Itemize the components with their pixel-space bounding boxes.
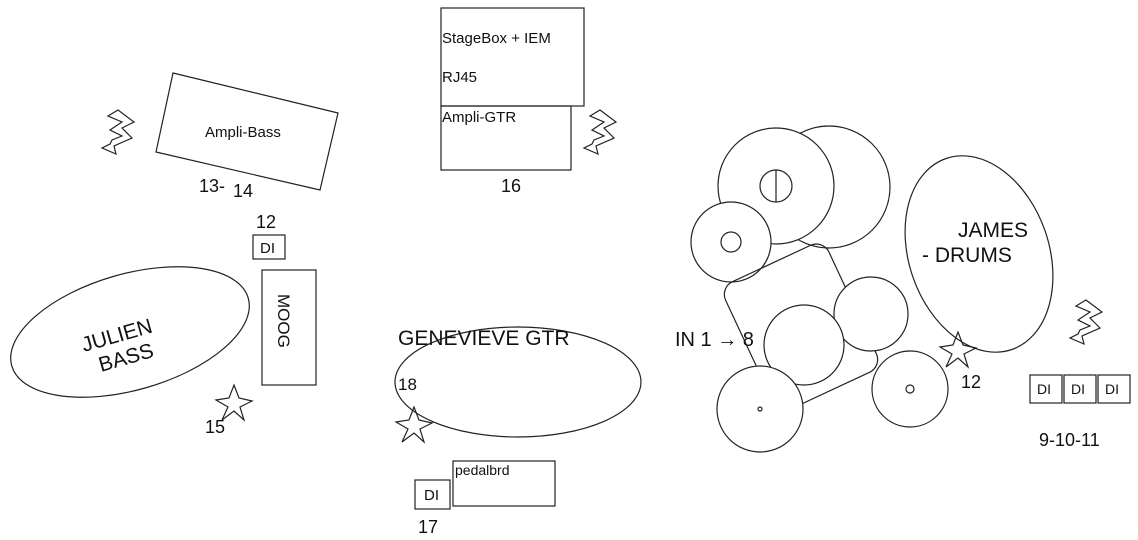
di-box-1: DI [1037, 381, 1051, 397]
pedalboard: pedalbrd [452, 460, 556, 507]
julien-channel: 15 [205, 417, 225, 437]
julien-bass: JULIEN BASS [10, 266, 250, 398]
power-icon [100, 109, 136, 156]
power-icon [582, 109, 618, 156]
pedalboard-label: pedalbrd [455, 462, 510, 478]
moog: 12 DI MOOG [252, 212, 317, 386]
gtr-di: DI 17 [414, 479, 451, 537]
genevieve-label: GENEVIEVE GTR [398, 327, 570, 350]
di-boxes: DI DI DI 9-10-11 [1029, 374, 1131, 450]
rj45-label: RJ45 [442, 69, 477, 86]
ampli-bass-label: Ampli-Bass [205, 124, 281, 141]
stagebox-label: StageBox + IEM [442, 30, 551, 47]
drums-in-label: IN 1 → 8 [675, 329, 754, 351]
mic-star-icon [938, 330, 978, 369]
james-label-1: JAMES [958, 219, 1028, 242]
di-box-3: DI [1105, 381, 1119, 397]
moog-di: DI [260, 240, 275, 257]
ampli-bass-channel-a: 13- [199, 176, 225, 196]
stagebox: StageBox + IEM RJ45 [440, 7, 585, 107]
ampli-gtr: Ampli-GTR 16 [440, 105, 572, 196]
james-drums: JAMES - DRUMS [904, 155, 1054, 353]
ampli-gtr-channel: 16 [501, 176, 521, 196]
di-box-2: DI [1071, 381, 1085, 397]
ampli-bass-channel-b: 14 [233, 181, 253, 201]
genevieve-gtr: GENEVIEVE GTR 18 [394, 326, 642, 438]
james-label-2: - DRUMS [922, 244, 1012, 267]
drums-star-channel: 12 [961, 372, 981, 392]
gtr-di-label: DI [424, 487, 439, 504]
gtr-di-channel: 17 [418, 517, 438, 537]
drum-kit: IN 1 → 8 [675, 125, 949, 453]
di-channels: 9-10-11 [1039, 430, 1100, 450]
mic-star-icon [394, 405, 434, 444]
power-icon [1068, 299, 1104, 346]
genevieve-channel: 18 [398, 375, 417, 394]
ampli-gtr-label: Ampli-GTR [442, 109, 516, 126]
moog-channel: 12 [256, 212, 276, 232]
moog-label: MOOG [274, 294, 293, 348]
mic-star-icon [214, 383, 254, 422]
ampli-bass: Ampli-Bass 13- 14 [155, 72, 339, 201]
